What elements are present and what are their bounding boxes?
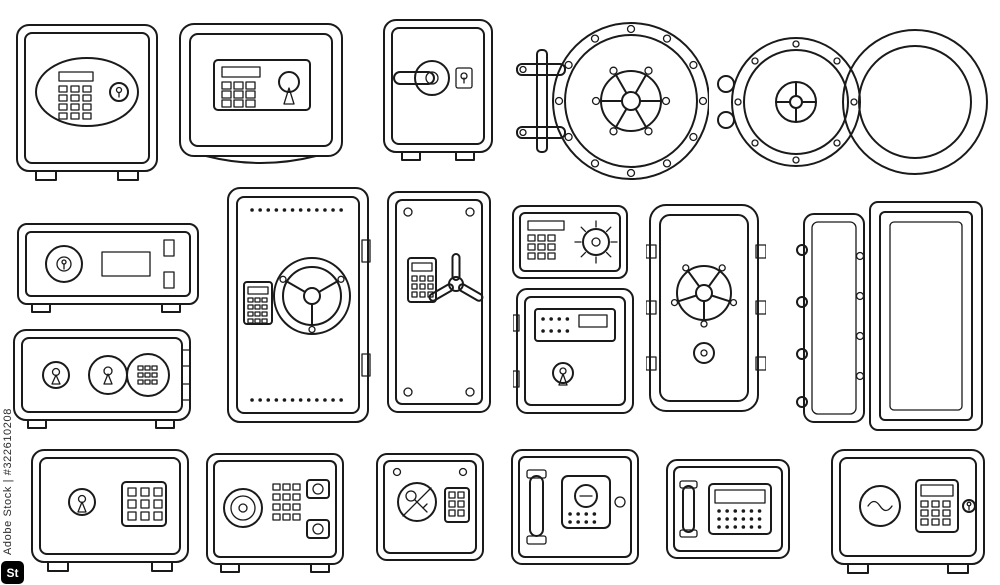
compact-keyhole-safe-icon — [513, 288, 634, 414]
safe-keypad-keyhole-icon — [179, 23, 343, 164]
t-handle-safe-icon — [387, 191, 491, 413]
horizontal-dial-safe-icon — [17, 223, 199, 313]
stock-logo: St — [1, 561, 24, 584]
round-vault-door-icon — [516, 22, 709, 180]
key-emblem-safe-icon — [376, 453, 484, 561]
vault-door-wheel-icon — [646, 204, 766, 412]
display-keypad-safe-icon — [666, 459, 790, 559]
emblem-calculator-safe-icon — [831, 449, 985, 574]
keyhole-keypad-safe-icon — [31, 449, 189, 572]
open-round-vault-icon — [717, 29, 988, 175]
starburst-dial-safe-icon — [512, 205, 628, 279]
open-vault-door-icon — [796, 201, 983, 431]
safe-rotary-handle-icon — [383, 19, 493, 161]
handle-cam-safe-icon — [511, 449, 639, 565]
watermark-text: Adobe Stock | #322610208 — [2, 408, 14, 555]
dial-hinge-safe-icon — [206, 453, 344, 573]
twin-lock-safe-icon — [13, 329, 191, 429]
tall-wheel-safe-icon — [227, 187, 371, 423]
safe-oval-keypad-icon — [16, 24, 158, 181]
